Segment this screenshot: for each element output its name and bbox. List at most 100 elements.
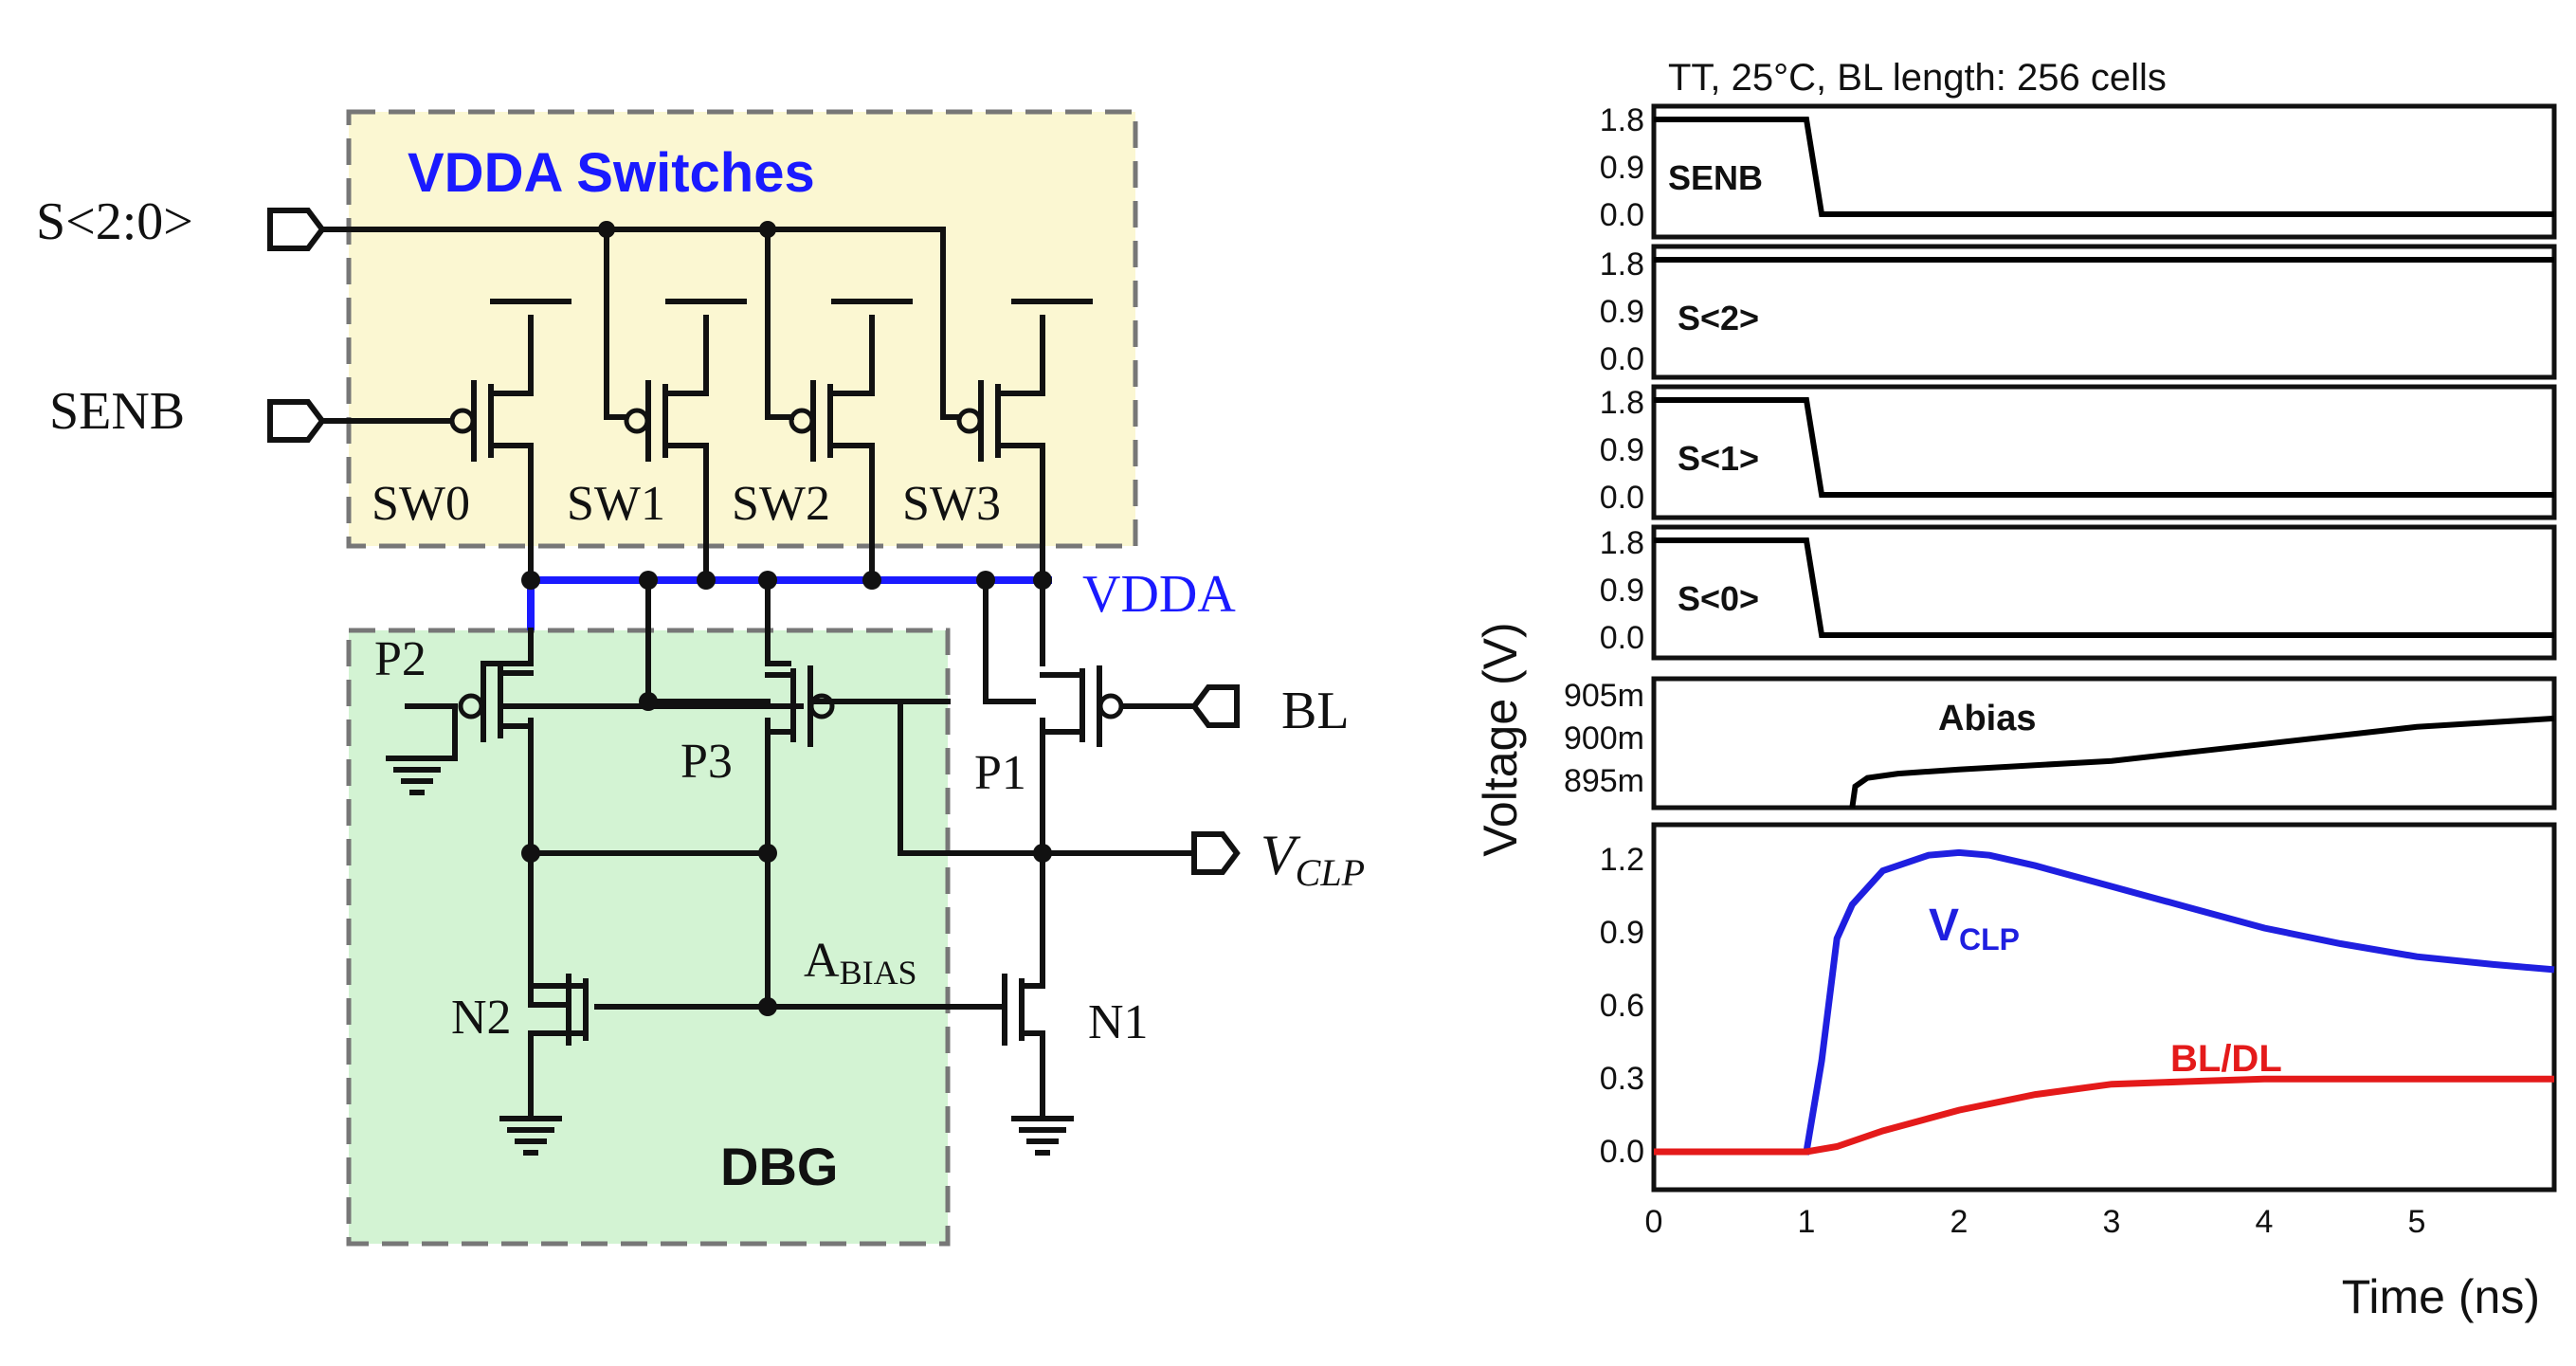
n2-label: N2 [451, 991, 512, 1045]
transistor-p1 [1040, 665, 1197, 747]
panel-abias-frame [1651, 676, 2557, 810]
switch-label-sw3: SW3 [902, 477, 1001, 531]
switch-sw3 [956, 299, 1093, 583]
transistor-n2 [528, 974, 589, 1121]
rail-junction [862, 571, 881, 590]
series-line-abias [1849, 715, 2555, 809]
p3-label: P3 [680, 735, 733, 789]
abias-label-main: A [804, 934, 840, 988]
vdda-rail-label: VDDA [1082, 565, 1236, 624]
s1-tick: 1.8 [1600, 385, 1644, 421]
vclp-tick: 0.0 [1600, 1134, 1644, 1170]
select-input-pin [267, 208, 326, 251]
vclp-tick: 1.2 [1600, 842, 1644, 878]
vclp-tick: 0.3 [1600, 1061, 1644, 1097]
senb-tick: 0.0 [1600, 197, 1644, 233]
panel-label-s0: S<0> [1678, 579, 1759, 618]
vclp-label-main: V [1261, 824, 1301, 886]
senb-tick: 0.9 [1600, 150, 1644, 186]
x-tick: 0 [1645, 1204, 1663, 1240]
s2-tick: 0.0 [1600, 341, 1644, 377]
x-tick: 5 [2408, 1204, 2426, 1240]
s1-tick: 0.0 [1600, 480, 1644, 516]
select-input-label: S<2:0> [36, 192, 193, 251]
bl-pin [1190, 684, 1240, 728]
switch-label-sw1: SW1 [567, 477, 665, 531]
switch-label-sw0: SW0 [372, 477, 470, 531]
panel-s0-frame [1651, 524, 2557, 661]
series-label-vclp: VCLP [1929, 901, 2020, 956]
chart: TT, 25°C, BL length: 256 cells Voltage (… [1474, 57, 2557, 1323]
s0-tick: 0.9 [1600, 573, 1644, 609]
rail-junction [697, 571, 716, 590]
series-line-s0 [1654, 537, 2554, 638]
transistor-n1 [1002, 974, 1045, 1121]
select-bus [319, 227, 960, 420]
vclp-tick: 0.6 [1600, 988, 1644, 1024]
dbg-junction [758, 844, 777, 863]
schematic: VDDA Switches DBG S<2:0> SENB [36, 109, 1365, 1247]
panel-s1-frame [1651, 384, 2557, 520]
series-line-bldl [1654, 1075, 2554, 1156]
s0-tick: 0.0 [1600, 620, 1644, 656]
transistor-p3 [765, 665, 835, 747]
panel-label-abias: Abias [1938, 699, 2036, 738]
chart-title: TT, 25°C, BL length: 256 cells [1668, 57, 2167, 99]
s2-tick: 0.9 [1600, 294, 1644, 330]
vdda-rail [527, 576, 1052, 630]
vclp-label-sub: CLP [1296, 851, 1365, 894]
abias-tick: 905m [1564, 678, 1644, 714]
vclp-label: VCLP [1261, 824, 1365, 894]
x-tick: 2 [1950, 1204, 1968, 1240]
x-tick: 4 [2256, 1204, 2274, 1240]
switch-sw2 [789, 299, 913, 583]
dbg-block [346, 628, 951, 1247]
switch-sw0 [449, 299, 571, 583]
abias-label-sub: BIAS [840, 954, 917, 992]
abias-tick: 900m [1564, 720, 1644, 756]
panel-label-s2: S<2> [1678, 299, 1759, 337]
chart-xlabel: Time (ns) [2342, 1270, 2540, 1323]
bus-junction [598, 221, 615, 238]
ground-icon [1011, 1116, 1074, 1156]
senb-tick: 1.8 [1600, 102, 1644, 138]
panel-vclp-frame [1651, 822, 2557, 1193]
senb-input-pin [267, 399, 326, 443]
abias-tick: 895m [1564, 763, 1644, 799]
p1-label: P1 [974, 746, 1026, 800]
bl-label: BL [1281, 682, 1350, 740]
bus-junction [759, 221, 776, 238]
dbg-junction [758, 997, 777, 1016]
series-label-bldl: BL/DL [2170, 1038, 2282, 1080]
dbg-junction [521, 844, 540, 863]
switch-block-label: VDDA Switches [408, 142, 815, 204]
p2-label: P2 [374, 632, 426, 686]
x-tick: 3 [2103, 1204, 2121, 1240]
switch-label-sw2: SW2 [732, 477, 830, 531]
vclp-pin [1191, 831, 1241, 875]
vclp-tick: 0.9 [1600, 915, 1644, 951]
s1-tick: 0.9 [1600, 432, 1644, 468]
n1-label: N1 [1088, 995, 1149, 1049]
dbg-block-label: DBG [720, 1137, 838, 1196]
ground-icon [499, 1116, 562, 1156]
switch-sw1 [624, 299, 747, 583]
switch-block [346, 109, 1138, 549]
series-line-s1 [1654, 397, 2554, 498]
chart-ylabel: Voltage (V) [1474, 622, 1527, 856]
senb-input-label: SENB [49, 382, 185, 441]
series-label-vclp-sub: CLP [1959, 922, 2020, 956]
series-label-vclp-main: V [1929, 901, 1959, 951]
transistor-p2 [405, 661, 804, 761]
abias-label: ABIAS [804, 934, 917, 992]
s2-tick: 1.8 [1600, 246, 1644, 282]
dbg-junction [1033, 844, 1052, 863]
x-tick: 1 [1798, 1204, 1816, 1240]
panel-label-s1: S<1> [1678, 439, 1759, 478]
panel-label-senb: SENB [1668, 158, 1763, 197]
s0-tick: 1.8 [1600, 525, 1644, 561]
panel-senb-frame [1651, 103, 2557, 240]
panel-s2-frame [1651, 244, 2557, 380]
series-line-senb [1654, 117, 2554, 217]
